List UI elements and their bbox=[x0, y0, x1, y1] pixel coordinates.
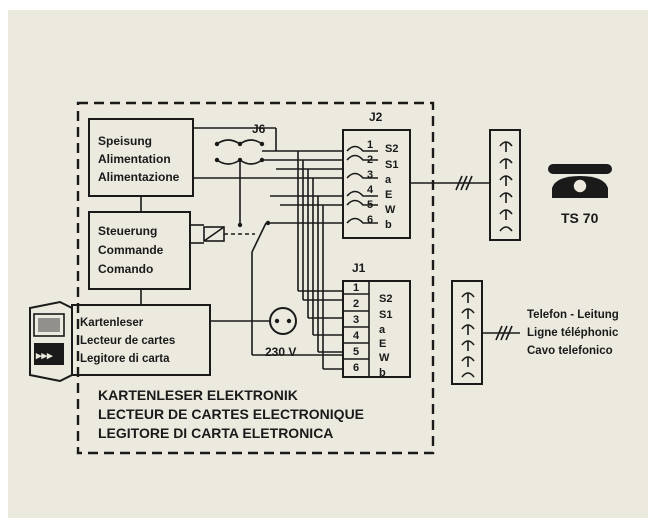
speisung-line-1: Speisung bbox=[98, 134, 152, 148]
j2-pin-3: 3 bbox=[367, 169, 373, 181]
j2-signal-s2: S2 bbox=[385, 143, 398, 155]
device-title-fr: LECTEUR DE CARTES ELECTRONIQUE bbox=[98, 406, 364, 422]
j1-label: J1 bbox=[352, 261, 366, 275]
j2-signal-e: E bbox=[385, 189, 392, 201]
telephone-line-label-fr: Ligne téléphonic bbox=[527, 327, 619, 339]
power-socket-icon bbox=[269, 307, 297, 335]
j1-signal-s1: S1 bbox=[379, 309, 392, 321]
j1-pin-5: 5 bbox=[353, 346, 359, 358]
diagram-background bbox=[8, 10, 648, 518]
telephone-icon bbox=[548, 164, 612, 198]
j2-pin-1: 1 bbox=[367, 139, 373, 151]
device-enclosure-dashed bbox=[76, 101, 435, 455]
j2-pin-2: 2 bbox=[367, 154, 373, 166]
speisung-line-2: Alimentation bbox=[98, 152, 171, 166]
wall-socket-top bbox=[489, 129, 521, 241]
steuerung-line-2: Commande bbox=[98, 243, 164, 257]
speisung-line-3: Alimentazione bbox=[98, 170, 180, 184]
relay-coil bbox=[203, 226, 225, 242]
j1-signal-a: a bbox=[379, 324, 386, 336]
device-title-it: LEGITORE DI CARTA ELETRONICA bbox=[98, 425, 333, 441]
j1-signal-e: E bbox=[379, 338, 386, 350]
steuerung-line-3: Comando bbox=[98, 262, 153, 276]
j1-signal-s2: S2 bbox=[379, 293, 392, 305]
j2-pin-6: 6 bbox=[367, 214, 373, 226]
cable-bundle-marker-top bbox=[455, 175, 473, 191]
j1-signal-w: W bbox=[379, 352, 390, 364]
kartenleser-line-1: Kartenleser bbox=[80, 317, 144, 329]
j1-signal-b: b bbox=[379, 367, 386, 379]
block-kartenleser: Kartenleser Lecteur de cartes Legitore d… bbox=[71, 304, 211, 376]
j2-signal-w: W bbox=[385, 204, 396, 216]
device-title-de: KARTENLESER ELEKTRONIK bbox=[98, 387, 298, 403]
j2-connector bbox=[342, 129, 411, 239]
j2-pin-5: 5 bbox=[367, 199, 373, 211]
j1-pins: 1 2 3 4 5 6 bbox=[343, 281, 370, 377]
j6-jumper bbox=[214, 139, 265, 165]
j1-pin-6: 6 bbox=[353, 362, 359, 374]
j2-label: J2 bbox=[369, 110, 383, 124]
telephone-line-label-it: Cavo telefonico bbox=[527, 345, 613, 357]
j2-signal-labels: S2 S1 a E W b bbox=[385, 143, 398, 231]
telephone-line-label-de: Telefon - Leitung bbox=[527, 309, 619, 321]
power-label: 230 V bbox=[265, 345, 296, 359]
card-reader-device-icon: ▸▸▸ bbox=[29, 300, 73, 383]
j1-connector bbox=[342, 280, 411, 378]
svg-text:▸▸▸: ▸▸▸ bbox=[35, 350, 53, 362]
j1-pin-4: 4 bbox=[353, 330, 360, 342]
block-steuerung: Steuerung Commande Comando bbox=[88, 211, 191, 290]
j1-pin-2: 2 bbox=[353, 298, 359, 310]
steuerung-line-1: Steuerung bbox=[98, 224, 157, 238]
j1-pin-1: 1 bbox=[353, 282, 359, 294]
j6-label: J6 bbox=[252, 122, 266, 136]
phone-model-label: TS 70 bbox=[561, 210, 599, 226]
j2-signal-a: a bbox=[385, 174, 392, 186]
j1-signal-labels: S2 S1 a E W b bbox=[379, 293, 392, 379]
wall-socket-bottom bbox=[451, 280, 483, 385]
kartenleser-line-2: Lecteur de cartes bbox=[80, 335, 175, 347]
j2-pin-4: 4 bbox=[367, 184, 374, 196]
kartenleser-line-3: Legitore di carta bbox=[80, 353, 170, 365]
cable-bundle-marker-bottom bbox=[495, 325, 513, 341]
j2-signal-s1: S1 bbox=[385, 159, 398, 171]
j1-pin-3: 3 bbox=[353, 314, 359, 326]
j2-signal-b: b bbox=[385, 219, 392, 231]
j2-pins: 1 2 3 4 5 6 bbox=[346, 139, 378, 226]
